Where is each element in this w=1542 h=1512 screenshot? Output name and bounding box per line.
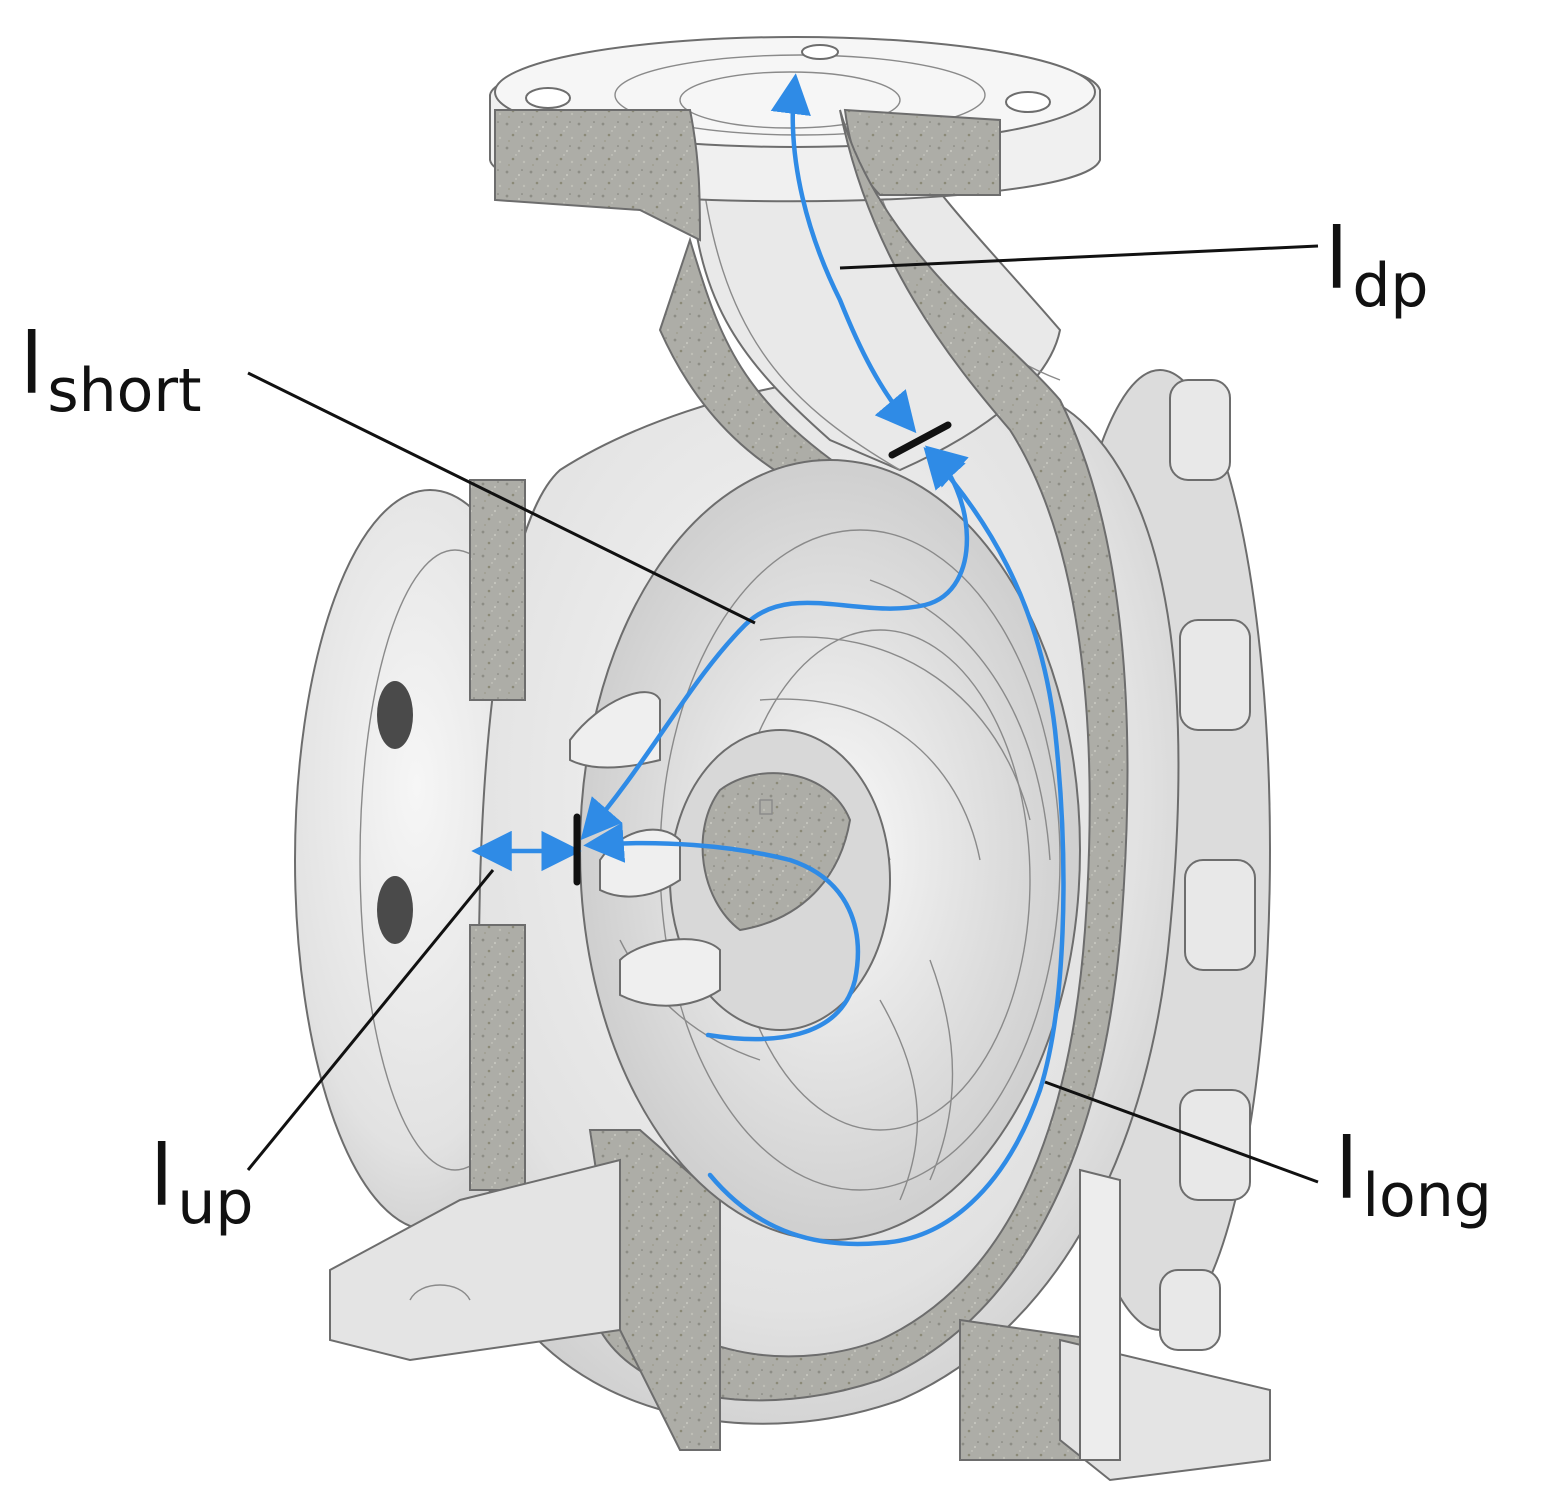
label-l-dp: ldp: [1325, 210, 1429, 321]
leader-line-up: [246, 869, 495, 1171]
section-markers: [573, 421, 952, 886]
leader-lines: [246, 244, 1319, 1184]
label-l-long: llong: [1335, 1120, 1492, 1231]
flow-path-impeller-loop: [583, 822, 861, 1042]
flow-paths: [471, 73, 1066, 1247]
leader-line-dp: [839, 244, 1319, 270]
label-l-short: lshort: [20, 315, 202, 426]
flow-path-short: [580, 445, 970, 841]
leader-line-short: [247, 371, 756, 625]
flow-path-long: [707, 446, 1066, 1247]
label-l-up: lup: [150, 1127, 253, 1238]
flow-path-discharge: [770, 73, 917, 434]
bolt-hole-icon: [377, 876, 413, 944]
bolt-hole-icon: [377, 681, 413, 749]
leader-line-long: [1044, 1080, 1319, 1184]
discharge-section-marker: [888, 421, 952, 459]
pump-feet: [329, 1158, 1271, 1482]
cut-section: [469, 108, 1129, 1461]
labels: ldp lshort lup llong: [20, 210, 1492, 1238]
